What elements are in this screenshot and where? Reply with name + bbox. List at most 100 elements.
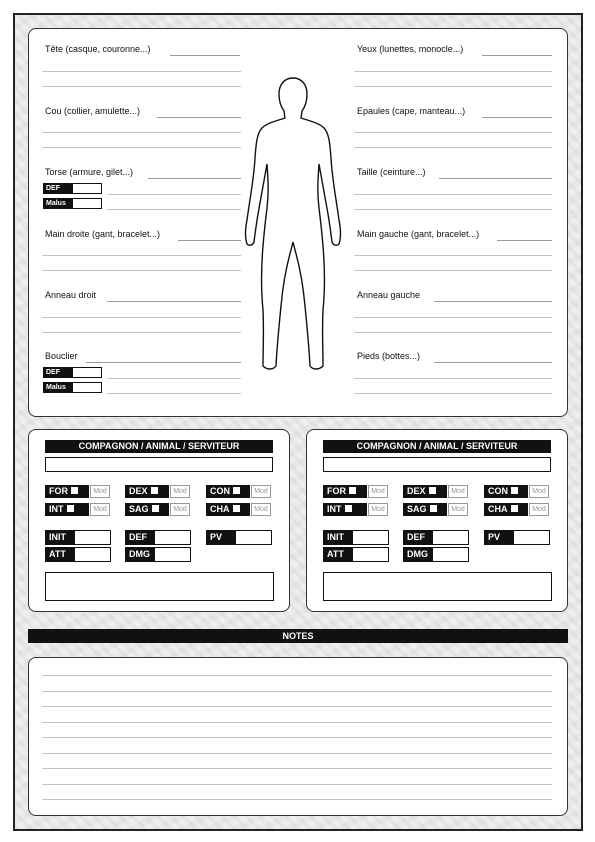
notes-line[interactable] [42,737,552,738]
slot-line[interactable] [354,255,552,256]
notes-line[interactable] [42,783,552,785]
ability-mod-input[interactable]: Mod [90,503,110,516]
combat-stat-input[interactable] [74,547,111,562]
slot-line[interactable] [354,71,552,72]
ability-checkbox[interactable] [71,487,78,495]
slot-line[interactable] [354,393,552,394]
combat-stat-tag: DMG [125,547,154,562]
notes-line[interactable] [42,768,552,769]
combat-stat-input[interactable] [513,530,550,545]
slot-field-shoulders[interactable] [482,117,552,118]
companion-title: COMPAGNON / ANIMAL / SERVITEUR [45,440,273,453]
slot-line[interactable] [42,270,241,271]
slot-line[interactable] [42,86,241,87]
slot-field-right-hand[interactable] [178,240,241,241]
ability-checkbox[interactable] [151,505,159,513]
slot-field-right-ring[interactable] [107,301,241,302]
ability-checkbox[interactable] [66,505,74,513]
combat-stat-input[interactable] [235,530,272,545]
ability-tag: CON [206,485,250,498]
torso-def-input[interactable] [72,183,102,194]
combat-stat-input[interactable] [432,530,469,545]
slot-line[interactable] [354,378,552,379]
slot-line[interactable] [42,71,241,72]
slot-line[interactable] [107,194,241,195]
companion-name-input[interactable] [323,457,551,472]
shield-malus-input[interactable] [72,382,102,393]
ability-mod-input[interactable]: Mod [368,485,388,498]
notes-line[interactable] [42,690,552,692]
ability-tag: DEX [125,485,169,498]
ability-checkbox[interactable] [233,487,240,495]
ability-checkbox[interactable] [349,487,356,495]
ability-checkbox[interactable] [510,505,518,513]
ability-mod-input[interactable]: Mod [448,503,468,516]
torso-malus-input[interactable] [72,198,102,209]
notes-line[interactable] [42,721,552,723]
slot-label-right-ring: Anneau droit [45,290,97,300]
companion-title: COMPAGNON / ANIMAL / SERVITEUR [323,440,551,453]
slot-field-left-ring[interactable] [434,301,552,302]
ability-mod-input[interactable]: Mod [170,503,190,516]
slot-line[interactable] [42,132,241,133]
slot-field-feet[interactable] [434,362,552,363]
combat-stat-input[interactable] [154,547,191,562]
slot-line[interactable] [354,194,552,195]
ability-mod-input[interactable]: Mod [251,503,271,516]
ability-checkbox[interactable] [344,505,352,513]
slot-line[interactable] [354,270,552,271]
notes-line[interactable] [42,799,552,800]
slot-field-waist[interactable] [439,178,552,179]
ability-mod-input[interactable]: Mod [529,485,549,498]
slot-line[interactable] [42,147,241,148]
slot-field-neck[interactable] [157,117,241,118]
slot-line[interactable] [354,209,552,210]
ability-checkbox[interactable] [232,505,240,513]
slot-field-shield[interactable] [86,362,241,363]
slot-line[interactable] [42,317,241,318]
ability-checkbox[interactable] [511,487,518,495]
slot-line[interactable] [354,86,552,87]
slot-label-eyes: Yeux (lunettes, monocle...) [357,44,464,54]
notes-line[interactable] [42,675,552,676]
combat-stat-input[interactable] [352,547,389,562]
slot-line[interactable] [42,332,241,333]
slot-field-eyes[interactable] [482,55,552,56]
ability-checkbox[interactable] [429,505,437,513]
slot-line[interactable] [42,255,241,256]
combat-stat-input[interactable] [74,530,111,545]
slot-field-head[interactable] [170,55,240,56]
combat-stat-tag: PV [206,530,235,545]
ability-mod-input[interactable]: Mod [448,485,468,498]
slot-line[interactable] [354,332,552,333]
companion-notes-box[interactable] [45,572,274,601]
ability-checkbox[interactable] [428,487,436,495]
ability-label: FOR [49,486,68,496]
ability-checkbox[interactable] [150,487,158,495]
notes-line[interactable] [42,706,552,707]
companion-name-input[interactable] [45,457,273,472]
slot-line[interactable] [107,378,241,379]
slot-line[interactable] [354,317,552,318]
slot-label-left-ring: Anneau gauche [357,290,421,300]
ability-mod-input[interactable]: Mod [90,485,110,498]
ability-mod-input[interactable]: Mod [170,485,190,498]
slot-line[interactable] [107,393,241,394]
ability-mod-input[interactable]: Mod [368,503,388,516]
ability-mod-input[interactable]: Mod [529,503,549,516]
combat-stat-input[interactable] [352,530,389,545]
slot-line[interactable] [354,147,552,148]
companion-notes-box[interactable] [323,572,552,601]
combat-stat-input[interactable] [432,547,469,562]
shield-def-input[interactable] [72,367,102,378]
slot-field-left-hand[interactable] [497,240,552,241]
slot-line[interactable] [107,209,241,210]
slot-label-right-hand: Main droite (gant, bracelet...) [45,229,161,239]
slot-field-torso[interactable] [148,178,241,179]
ability-label: INT [327,504,342,514]
ability-tag: INT [45,503,89,516]
notes-line[interactable] [42,752,552,754]
slot-line[interactable] [354,132,552,133]
ability-mod-input[interactable]: Mod [251,485,271,498]
combat-stat-input[interactable] [154,530,191,545]
